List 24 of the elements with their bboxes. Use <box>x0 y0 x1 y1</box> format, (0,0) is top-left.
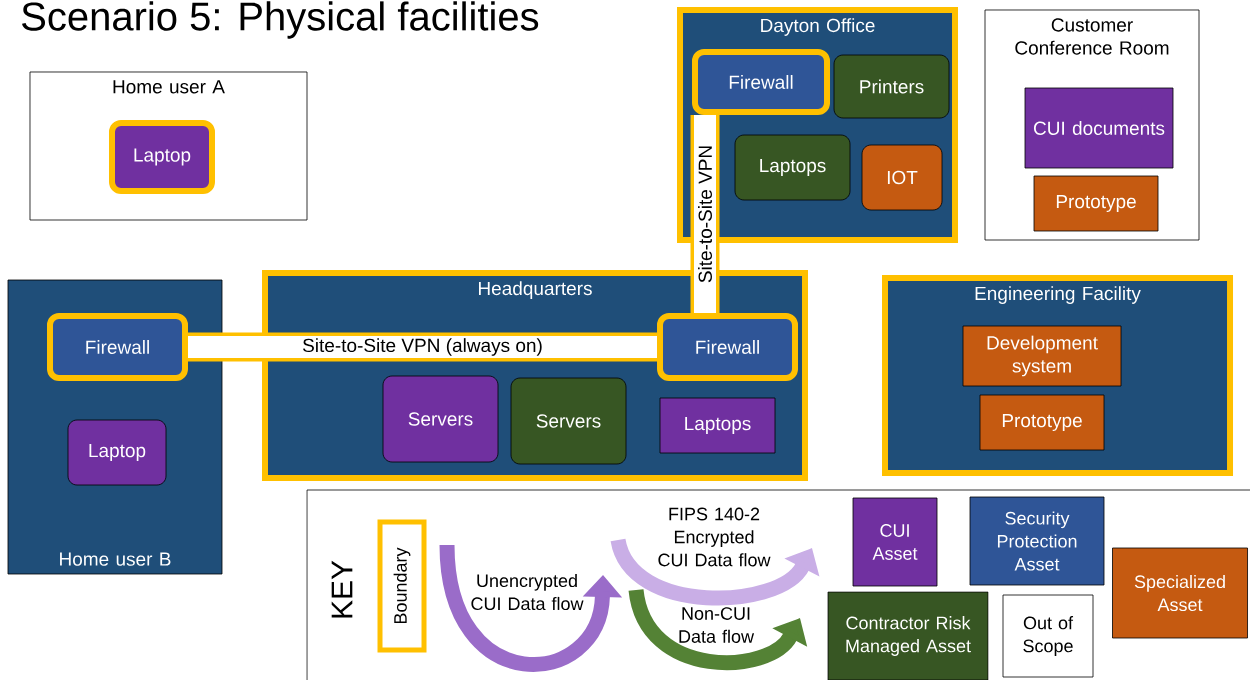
asset-box: Development system <box>962 325 1122 387</box>
asset-box: Laptops <box>734 134 851 201</box>
edge-label: Site-to-Site VPN (always on) <box>301 337 544 357</box>
asset-box: CUI documents <box>1024 87 1174 169</box>
asset-box: Firewall <box>657 313 798 381</box>
asset-box: Laptops <box>659 397 776 454</box>
asset-box: IOT <box>861 144 943 211</box>
asset-box: Prototype <box>1033 175 1159 232</box>
legend-text: Non-CUI Data flow <box>679 607 755 643</box>
legend-text: Unencrypted CUI Data flow <box>471 573 584 611</box>
asset-box: Laptop <box>109 120 215 194</box>
vpn-tunnel <box>690 115 720 313</box>
asset-box: Printers <box>833 54 950 119</box>
asset-box: Servers <box>510 377 627 465</box>
title: Scenario 5: Physical facilities <box>22 1 539 39</box>
asset-box: Firewall <box>692 49 830 115</box>
asset-box: Laptop <box>67 419 167 486</box>
asset-box: Prototype <box>979 394 1105 451</box>
vpn-tunnel <box>188 332 657 362</box>
key-label: KEY <box>331 560 353 618</box>
asset-box: Firewall <box>47 313 188 381</box>
asset-box: Servers <box>382 375 499 463</box>
legend-text: FIPS 140-2 Encrypted CUI Data flow <box>658 507 771 567</box>
boundary-sample: Boundary <box>377 519 427 653</box>
